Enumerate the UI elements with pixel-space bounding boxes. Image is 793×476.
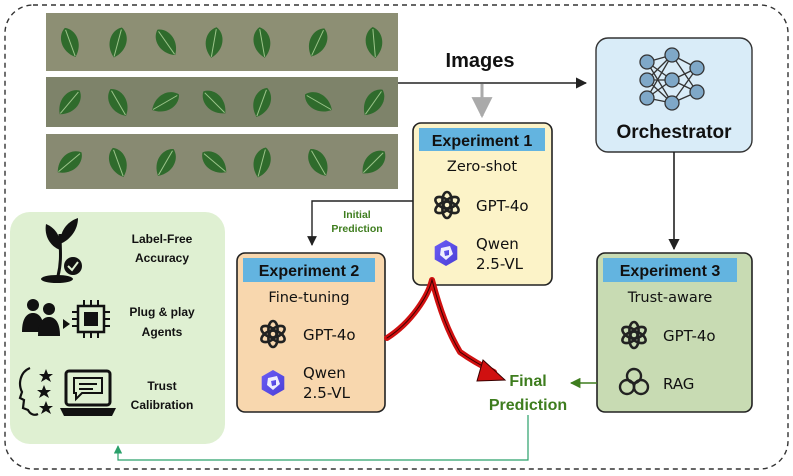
rag-icon	[618, 367, 650, 396]
leaf-row-3	[46, 134, 398, 189]
orchestrator-box: Orchestrator	[595, 37, 753, 153]
feature2-line2: Agents	[142, 325, 183, 339]
experiment2-subtitle: Fine-tuning	[268, 290, 349, 306]
experiment2-title: Experiment 2	[259, 263, 360, 280]
experiment3-subtitle: Trust-aware	[627, 290, 713, 306]
features-panel: Label-Free Accuracy Plug & play Agents	[10, 212, 225, 444]
feature3-line1: Trust	[147, 379, 176, 393]
arrow-initial-prediction	[307, 200, 413, 246]
initial-prediction-line2: Prediction	[331, 223, 382, 235]
experiment2-model2-line1: Qwen	[303, 364, 346, 382]
leaf-row-1	[46, 13, 398, 71]
final-prediction-line1: Final	[509, 373, 546, 390]
experiment2-model1-label: GPT-4o	[303, 326, 356, 344]
outer-dashed-frame	[4, 4, 789, 470]
images-label: Images	[446, 50, 515, 72]
feature2-line1: Plug & play	[129, 305, 195, 319]
users-chip-icon	[22, 299, 110, 338]
experiment1-box: Experiment 1 Zero-shot GPT-4o Qwen 2.5-V…	[412, 122, 553, 286]
leaf-row-2	[46, 77, 398, 127]
experiment1-subtitle: Zero-shot	[447, 159, 517, 175]
merge-arrow-icon	[384, 277, 507, 382]
experiment1-model2-line2: 2.5-VL	[476, 255, 524, 273]
experiment3-box: Experiment 3 Trust-aware GPT-4o RAG	[596, 252, 753, 413]
initial-prediction-line1: Initial	[343, 209, 371, 221]
experiment2-model2-line2: 2.5-VL	[303, 384, 351, 402]
experiment2-box: Experiment 2 Fine-tuning GPT-4o Qwen 2.5…	[236, 252, 386, 413]
trust-laptop-icon	[18, 366, 116, 416]
experiment3-model1-label: GPT-4o	[663, 327, 716, 345]
orchestrator-label: Orchestrator	[616, 122, 732, 143]
feature1-line2: Accuracy	[135, 251, 189, 265]
feature1-line1: Label-Free	[132, 232, 193, 246]
neural-network-icon	[639, 47, 705, 111]
experiment3-title: Experiment 3	[620, 263, 721, 280]
experiment3-model2-label: RAG	[663, 375, 694, 393]
leaf-image-grid	[46, 13, 398, 189]
arrow-final-to-features	[113, 415, 529, 461]
final-prediction-line2: Prediction	[489, 397, 567, 414]
feature3-line2: Calibration	[131, 398, 194, 412]
experiment1-model2-line1: Qwen	[476, 235, 519, 253]
experiment1-title: Experiment 1	[432, 133, 533, 150]
plant-check-icon	[41, 218, 82, 283]
experiment1-model1-label: GPT-4o	[476, 197, 529, 215]
